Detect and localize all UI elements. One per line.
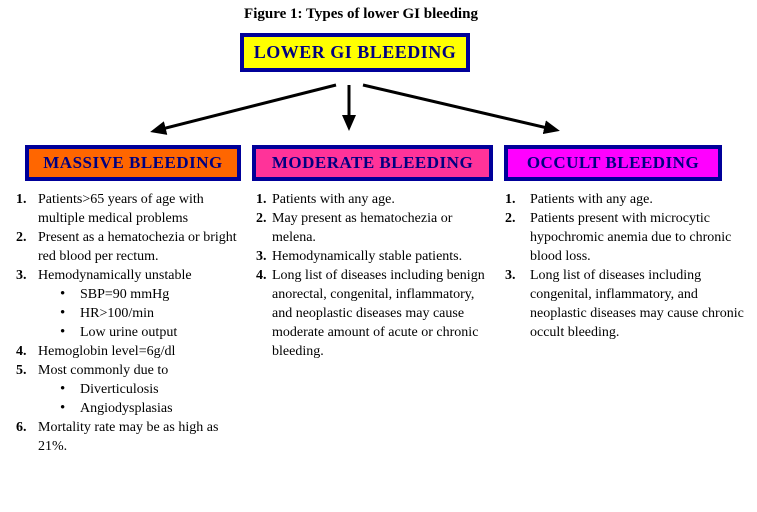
- bullet-dot-icon: [60, 399, 80, 418]
- flow-arrows: [150, 83, 560, 135]
- list-item: 3. Hemodynamically unstable: [16, 266, 247, 285]
- bullet-item: SBP=90 mmHg: [16, 285, 247, 304]
- item-number: 5.: [16, 363, 27, 378]
- header-box-moderate-bleeding: MODERATE BLEEDING: [252, 145, 493, 181]
- bullet-text: SBP=90 mmHg: [80, 287, 170, 302]
- bullet-text: Low urine output: [80, 325, 178, 340]
- item-text: Hemodynamically stable patients.: [272, 249, 463, 264]
- item-text: Patients with any age.: [530, 192, 653, 207]
- item-number: 1.: [505, 192, 516, 207]
- item-text: Patients present with microcytic hypochr…: [530, 211, 732, 264]
- list-item: 1. Patients with any age.: [256, 190, 497, 209]
- bullet-text: Diverticulosis: [80, 382, 159, 397]
- bullet-dot-icon: [60, 323, 80, 342]
- header-box-occult-bleeding: OCCULT BLEEDING: [504, 145, 722, 181]
- item-number: 2.: [505, 211, 516, 226]
- item-text: Present as a hematochezia or bright red …: [38, 230, 237, 264]
- list-item: 6. Mortality rate may be as high as 21%.: [16, 418, 247, 456]
- bullet-text: Angiodysplasias: [80, 401, 173, 416]
- moderate-bleeding-list: 1. Patients with any age. 2. May present…: [256, 190, 497, 361]
- list-item: 2. Present as a hematochezia or bright r…: [16, 228, 247, 266]
- item-number: 3.: [256, 249, 267, 264]
- list-item: 2. Patients present with microcytic hypo…: [505, 209, 748, 266]
- arrow-to-occult-icon: [362, 83, 560, 135]
- item-text: Long list of diseases including benign a…: [272, 268, 485, 359]
- list-item: 3. Hemodynamically stable patients.: [256, 247, 497, 266]
- item-number: 2.: [16, 230, 27, 245]
- bullet-dot-icon: [60, 380, 80, 399]
- bullet-text: HR>100/min: [80, 306, 155, 321]
- list-item: 4. Hemoglobin level=6g/dl: [16, 342, 247, 361]
- item-text: Mortality rate may be as high as 21%.: [38, 420, 219, 454]
- list-item: 5. Most commonly due to: [16, 361, 247, 380]
- list-item: 2. May present as hematochezia or melena…: [256, 209, 497, 247]
- list-item: 4. Long list of diseases including benig…: [256, 266, 497, 361]
- list-item: 3. Long list of diseases including conge…: [505, 266, 748, 342]
- item-number: 2.: [256, 211, 267, 226]
- massive-bleeding-list: 1. Patients>65 years of age with multipl…: [16, 190, 247, 456]
- bullet-item: Low urine output: [16, 323, 247, 342]
- item-number: 4.: [256, 268, 267, 283]
- item-text: Long list of diseases including congenit…: [530, 268, 744, 340]
- root-box-lower-gi-bleeding: LOWER GI BLEEDING: [240, 33, 470, 72]
- bullet-item: Angiodysplasias: [16, 399, 247, 418]
- occult-bleeding-list: 1. Patients with any age. 2. Patients pr…: [505, 190, 748, 342]
- item-number: 6.: [16, 420, 27, 435]
- item-number: 4.: [16, 344, 27, 359]
- item-number: 3.: [505, 268, 516, 283]
- item-text: Patients with any age.: [272, 192, 395, 207]
- item-text: May present as hematochezia or melena.: [272, 211, 453, 245]
- item-number: 1.: [16, 192, 27, 207]
- item-number: 3.: [16, 268, 27, 283]
- item-text: Most commonly due to: [38, 363, 169, 378]
- header-box-massive-bleeding: MASSIVE BLEEDING: [25, 145, 241, 181]
- bullet-dot-icon: [60, 304, 80, 323]
- list-item: 1. Patients with any age.: [505, 190, 748, 209]
- bullet-dot-icon: [60, 285, 80, 304]
- figure-title: Figure 1: Types of lower GI bleeding: [244, 6, 478, 22]
- item-number: 1.: [256, 192, 267, 207]
- item-text: Hemodynamically unstable: [38, 268, 192, 283]
- list-item: 1. Patients>65 years of age with multipl…: [16, 190, 247, 228]
- item-text: Hemoglobin level=6g/dl: [38, 344, 176, 359]
- arrow-to-massive-icon: [150, 83, 337, 135]
- bullet-item: HR>100/min: [16, 304, 247, 323]
- bullet-item: Diverticulosis: [16, 380, 247, 399]
- item-text: Patients>65 years of age with multiple m…: [38, 192, 204, 226]
